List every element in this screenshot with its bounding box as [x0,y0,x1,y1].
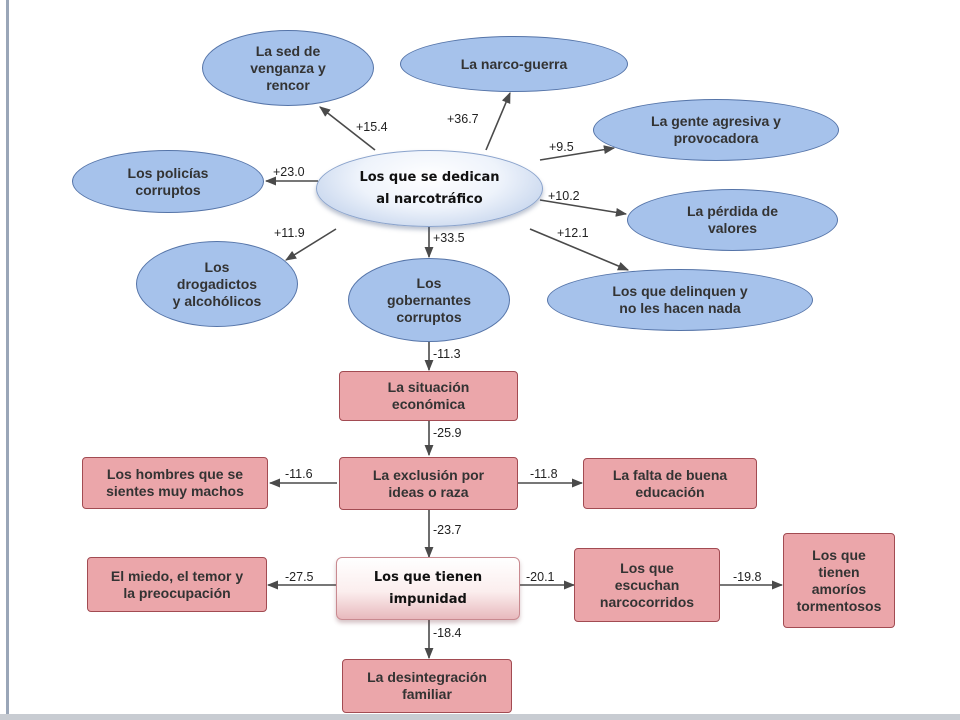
edge-label-delinquen: +12.1 [557,226,589,240]
window-frame-bottom [0,714,960,720]
edge-sed-venganza [319,106,376,151]
node-gobernantes: Los gobernantes corruptos [348,258,510,342]
node-perdida-valores: La pérdida de valores [627,189,838,251]
edge-gente-agresiva [539,145,616,161]
edge-label-amorios: -19.8 [733,570,762,584]
edge-narco-guerra [485,91,511,151]
edge-label-narcocorridos: -20.1 [526,570,555,584]
node-sed-venganza: La sed de venganza y rencor [202,30,374,106]
edge-label-exclusion: -25.9 [433,426,462,440]
edge-drogadictos [285,228,337,261]
edge-label-impunidad: -23.7 [433,523,462,537]
edge-label-narco-guerra: +36.7 [447,112,479,126]
node-gente-agresiva: La gente agresiva y provocadora [593,99,839,161]
node-narco-guerra: La narco-guerra [400,36,628,92]
edge-label-gobernantes: +33.5 [433,231,465,245]
node-miedo: El miedo, el temor y la preocupación [87,557,267,612]
edge-label-miedo: -27.5 [285,570,314,584]
node-drogadictos: Los drogadictos y alcohólicos [136,241,298,327]
node-situacion: La situación económica [339,371,518,421]
node-narcotrafico: Los que se dedican al narcotráfico [316,150,543,227]
node-educacion: La falta de buena educación [583,458,757,509]
node-exclusion: La exclusión por ideas o raza [339,457,518,510]
edge-label-drogadictos: +11.9 [274,226,305,240]
edge-label-educacion: -11.8 [530,467,558,481]
edge-delinquen [529,228,630,271]
edge-label-desintegracion: -18.4 [433,626,462,640]
edge-label-situacion: -11.3 [433,347,461,361]
edge-label-gente-agresiva: +9.5 [549,140,574,154]
edge-label-hombres: -11.6 [285,467,313,481]
node-narcocorridos: Los que escuchan narcocorridos [574,548,720,622]
edge-perdida-valores [539,199,628,217]
edge-label-sed-venganza: +15.4 [356,120,388,134]
node-amorios: Los que tienen amoríos tormentosos [783,533,895,628]
node-hombres: Los hombres que se sientes muy machos [82,457,268,509]
node-desintegracion: La desintegración familiar [342,659,512,713]
edge-label-perdida-valores: +10.2 [548,189,580,203]
node-policias: Los policías corruptos [72,150,264,213]
window-frame-left [6,0,9,720]
edge-label-policias: +23.0 [273,165,305,179]
node-delinquen: Los que delinquen y no les hacen nada [547,269,813,331]
node-impunidad: Los que tienen impunidad [336,557,520,620]
